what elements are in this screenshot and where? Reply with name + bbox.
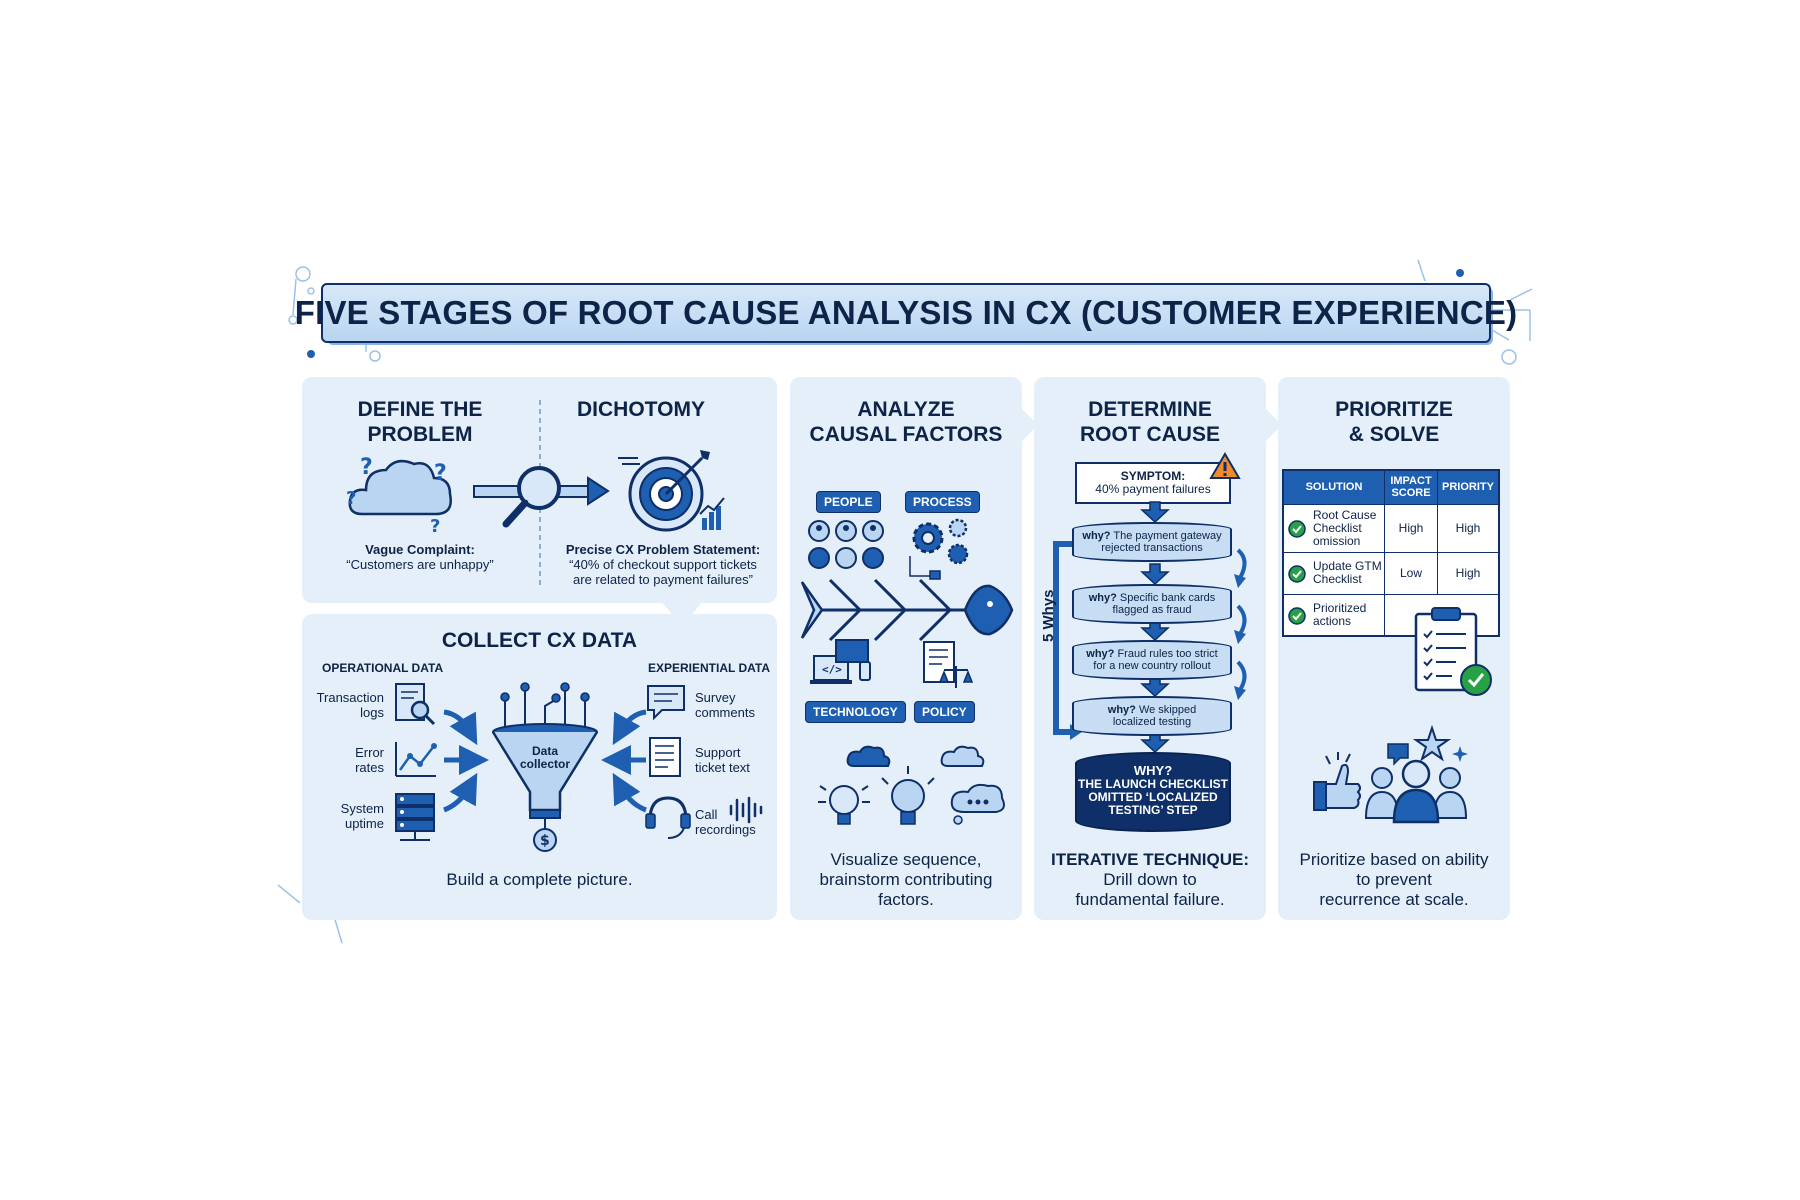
symptom-box: SYMPTOM: 40% payment failures (1075, 462, 1231, 504)
line-chart-icon (395, 742, 437, 777)
check-circle-icon (1288, 606, 1306, 625)
priority-cell-2: High (1437, 551, 1500, 595)
team-success-icon (1313, 724, 1468, 824)
priority-cell-1: High (1437, 503, 1500, 553)
collect-title: COLLECT CX DATA (441, 629, 638, 652)
message-icon (1387, 743, 1409, 766)
fish-head (963, 584, 1014, 636)
panel-analyze (790, 377, 1022, 920)
headset-icon (645, 796, 691, 839)
document-search-icon (395, 683, 436, 726)
experiential-data-icons (645, 685, 691, 839)
vague-text: “Customers are unhappy” (346, 557, 494, 572)
thumbs-up-icon (1313, 752, 1361, 811)
tag-policy: POLICY (914, 701, 975, 723)
fishbone-bones (820, 578, 968, 642)
fishbone-diagram: </> (800, 518, 1014, 688)
tag-technology: TECHNOLOGY (805, 701, 906, 723)
operational-data-icons (395, 683, 437, 841)
lightbulb-icon (818, 785, 870, 825)
operational-label: OPERATIONAL DATA (322, 661, 444, 675)
cloud-question-icon: ? ? ? ? (346, 455, 452, 534)
data-collector-funnel: $ (443, 682, 647, 852)
policy-document-icon (923, 641, 974, 688)
ticket-document-icon (649, 737, 681, 777)
svg-text:?: ? (360, 455, 373, 480)
tag-people: PEOPLE (816, 491, 881, 513)
sound-wave-icon (729, 796, 763, 824)
chevron-connector-2 (1264, 407, 1282, 443)
check-circle-icon (1288, 519, 1306, 538)
brainstorm-ideas-icon (818, 745, 1005, 825)
experiential-label: EXPERIENTIAL DATA (648, 661, 771, 675)
precise-text-1: “40% of checkout support tickets (569, 557, 757, 572)
callout-pointer (660, 600, 704, 626)
root-cause-box: WHY? THE LAUNCH CHECKLIST OMITTED ‘LOCAL… (1075, 752, 1231, 832)
title-banner: FIVE STAGES OF ROOT CAUSE ANALYSIS IN CX… (295, 283, 1517, 343)
server-icon (395, 793, 435, 841)
target-icon (618, 450, 725, 532)
svg-text:?: ? (434, 461, 447, 486)
svg-text:?: ? (346, 488, 356, 509)
prioritize-title: PRIORITIZE& SOLVE (1335, 398, 1453, 446)
impact-cell-1: High (1384, 503, 1438, 553)
page-title: FIVE STAGES OF ROOT CAUSE ANALYSIS IN CX… (294, 294, 1518, 331)
header-priority: PRIORITY (1437, 469, 1500, 505)
people-group-icon (1364, 759, 1468, 824)
analyze-caption: Visualize sequence,brainstorm contributi… (819, 850, 993, 909)
check-circle-icon (1288, 564, 1306, 583)
tag-process: PROCESS (905, 491, 980, 513)
warning-icon (1209, 452, 1241, 479)
five-whys-arrows (1053, 501, 1247, 754)
svg-text:$: $ (540, 833, 550, 849)
precise-text-2: are related to payment failures” (573, 572, 753, 587)
svg-text:</>: </> (822, 663, 842, 676)
gear-icons (909, 518, 969, 580)
lightbulb-icon-2 (881, 766, 935, 825)
svg-text:?: ? (430, 516, 440, 534)
sparkle-icon (1452, 746, 1468, 762)
header-solution: SOLUTION (1282, 469, 1385, 505)
five-whys-label: 5 Whys (1040, 589, 1057, 642)
computer-devices-icon: </> (810, 639, 871, 684)
magnifier-arrow-icon (473, 466, 610, 528)
vague-label: Vague Complaint: (365, 542, 475, 557)
collect-caption: Build a complete picture. (446, 870, 633, 889)
clipboard-checklist-icon (1414, 607, 1492, 696)
precise-label: Precise CX Problem Statement: (565, 542, 761, 557)
people-icons (808, 520, 884, 569)
fish-tail (800, 581, 824, 639)
chevron-connector (1020, 407, 1038, 443)
chat-bubble-icon (647, 685, 685, 721)
impact-cell-2: Low (1384, 551, 1438, 595)
dichotomy-title: DICHOTOMY (577, 398, 705, 421)
star-icon (1412, 724, 1452, 762)
